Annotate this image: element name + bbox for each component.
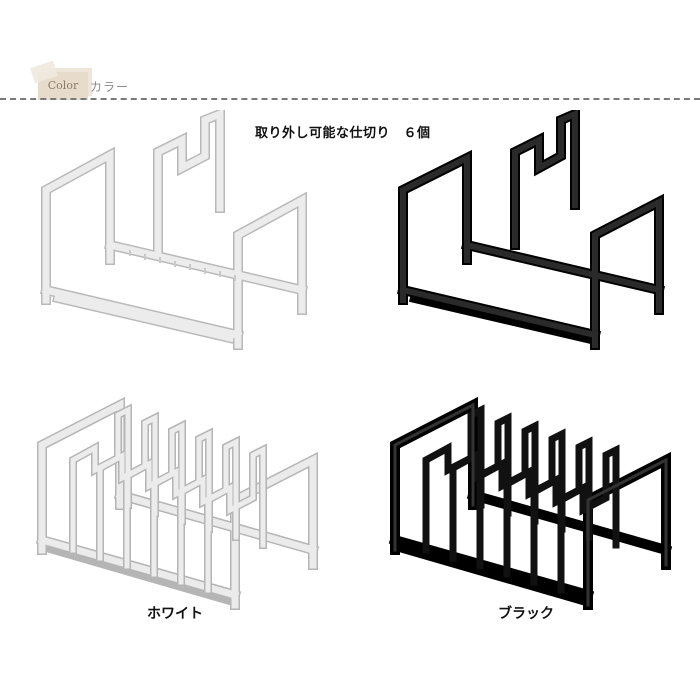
divider-caption: 取り外し可能な仕切り ６個 <box>255 126 431 141</box>
white-rack-assembled-image <box>30 390 330 615</box>
color-tag: Color <box>38 72 88 100</box>
black-rack-assembled-image <box>385 390 685 615</box>
black-color-label: ブラック <box>498 606 554 622</box>
black-rack-detached-image <box>365 110 675 360</box>
section-header: Color カラー <box>0 0 700 110</box>
white-color-label: ホワイト <box>147 606 203 622</box>
section-title: カラー <box>90 80 130 94</box>
white-rack-detached-image <box>30 110 330 360</box>
dashed-divider <box>0 98 700 100</box>
